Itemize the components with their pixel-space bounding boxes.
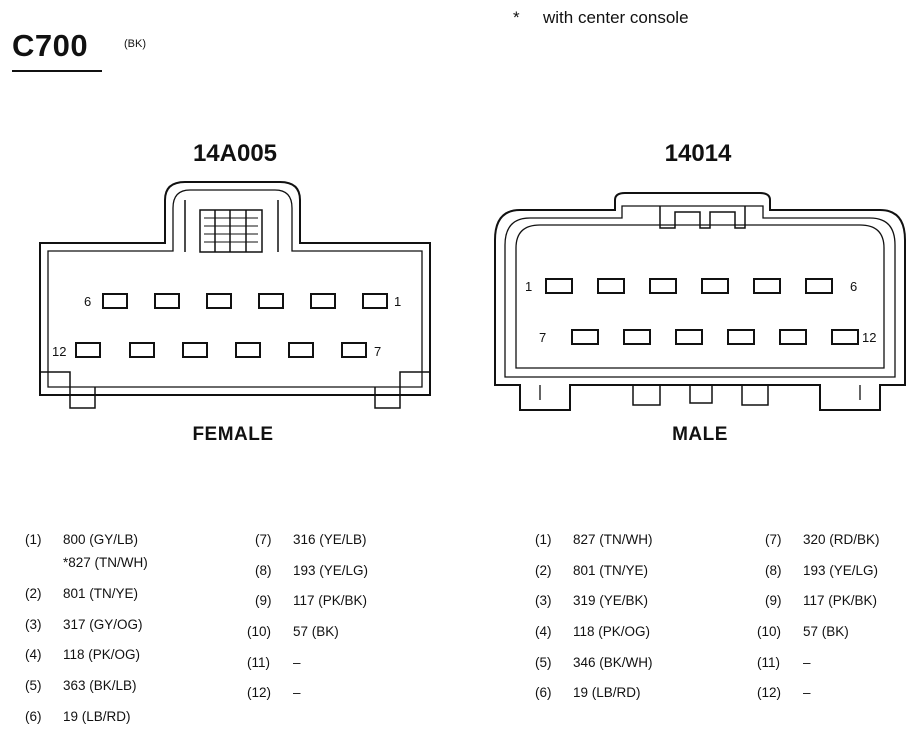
list-item: (6)19 (LB/RD) [25,709,131,724]
connector-id: C700 [12,28,89,63]
footnote-marker: * [513,8,520,27]
list-item: (1)827 (TN/WH) [535,532,653,547]
list-item: (10)57 (BK) [757,624,849,639]
male-pin-label-7: 7 [539,330,546,345]
female-pin-label-6: 6 [84,294,91,309]
list-item: (11)– [247,655,301,670]
list-item: (4)118 (PK/OG) [535,624,651,639]
list-item: (8)193 (YE/LG) [255,563,369,578]
list-item: (4)118 (PK/OG) [25,647,141,662]
list-item: (12)– [757,685,811,700]
list-item: (3)319 (YE/BK) [535,593,649,608]
list-item: (5)346 (BK/WH) [535,655,653,670]
male-part-number: 14014 [664,140,732,167]
male-label: MALE [672,424,728,445]
list-item: (3)317 (GY/OG) [25,617,143,632]
list-item: (2)801 (TN/YE) [25,586,139,601]
connector-id-underline [12,70,102,72]
female-label: FEMALE [192,424,274,445]
male-pin-label-1: 1 [525,279,532,294]
female-pin-label-7: 7 [374,344,381,359]
female-pins [75,293,388,358]
female-part-number: 14A005 [192,140,278,167]
list-item: (8)193 (YE/LG) [765,563,879,578]
list-item: (10)57 (BK) [247,624,339,639]
list-item: (11)– [757,655,811,670]
male-connector-body [494,192,906,411]
list-item: (12)– [247,685,301,700]
list-item: (9)117 (PK/BK) [255,593,368,608]
female-connector-body [39,181,431,409]
male-pin-label-12: 12 [862,330,876,345]
female-pin-label-1: 1 [394,294,401,309]
list-item: (7)316 (YE/LB) [255,532,367,547]
footnote-text: with center console [543,8,689,27]
male-pin-label-6: 6 [850,279,857,294]
list-item: (5)363 (BK/LB) [25,678,137,693]
female-pin-label-12: 12 [52,344,66,359]
list-item: (2)801 (TN/YE) [535,563,649,578]
list-item: (7)320 (RD/BK) [765,532,880,547]
list-item: (9)117 (PK/BK) [765,593,878,608]
male-pins [545,278,859,345]
connector-color: (BK) [124,38,146,50]
list-item: (6)19 (LB/RD) [535,685,641,700]
list-item-sub: *827 (TN/WH) [63,555,148,570]
list-item: (1)800 (GY/LB) [25,532,139,547]
